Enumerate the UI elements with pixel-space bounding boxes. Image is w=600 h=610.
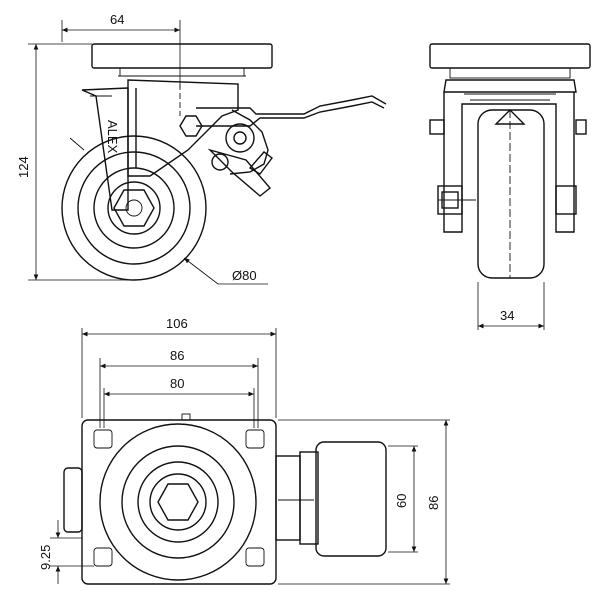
dim-wheel-diameter: Ø80 xyxy=(232,268,257,283)
dim-wheel-width: 34 xyxy=(500,308,514,323)
dim-hole-spacing-inner: 80 xyxy=(170,376,184,391)
dim-top-plate-width: 64 xyxy=(110,12,124,27)
brand-mark: ALEX xyxy=(105,120,120,154)
dim-plate-depth-inner: 60 xyxy=(394,494,409,508)
dim-plate-width: 106 xyxy=(166,316,188,331)
dim-hole-spacing-outer: 86 xyxy=(170,348,184,363)
top-view-dimensions: 106 86 80 60 86 9.25 xyxy=(38,316,450,585)
side-view-dimensions: 64 124 Ø80 xyxy=(16,12,268,285)
dim-plate-depth-outer: 86 xyxy=(426,496,441,510)
dim-overall-height: 124 xyxy=(16,156,31,178)
front-view-dimensions: 34 xyxy=(477,282,545,330)
front-view xyxy=(429,43,591,279)
side-view: ALEX xyxy=(61,43,387,281)
dim-offset: 9.25 xyxy=(38,545,53,570)
top-view xyxy=(63,413,387,585)
